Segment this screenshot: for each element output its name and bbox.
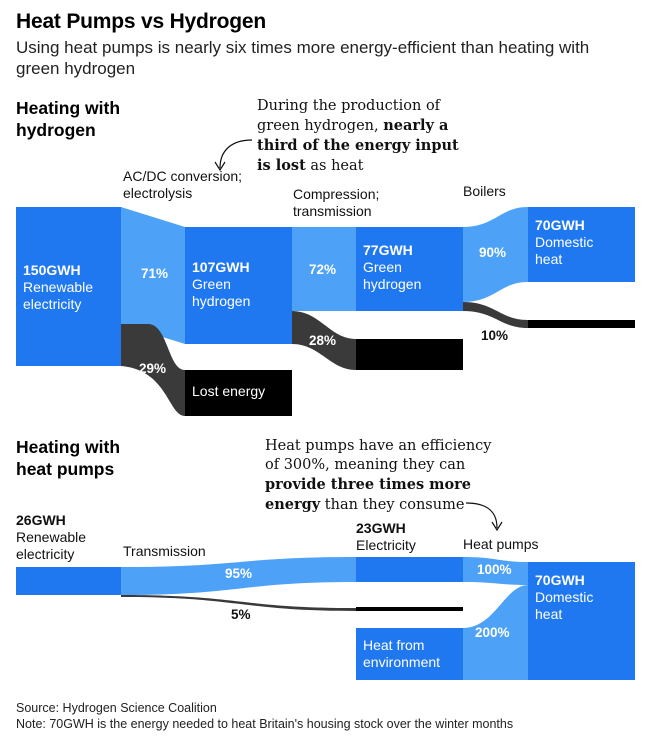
pct-loss-hp: 5%: [231, 607, 251, 622]
flow-heat-pumps: [463, 557, 528, 585]
pct-loss-1: 29%: [139, 361, 167, 376]
section-heading-heat-pumps: Heating with heat pumps: [16, 437, 121, 479]
stage-label-transmission: Transmission: [123, 543, 206, 559]
node-label-green-1: 107GWH Green hydrogen: [192, 259, 251, 309]
footer-note: Note: 70GWH is the energy needed to heat…: [16, 717, 514, 731]
flow-loss-3: [463, 302, 528, 328]
flow-loss-2: [292, 311, 356, 370]
node-label-renewable-hp: 26GWH Renewable electricity: [16, 512, 87, 562]
flow-electrolysis: [121, 207, 185, 344]
pct-electrolysis: 71%: [141, 266, 169, 281]
chart-title: Heat Pumps vs Hydrogen: [16, 10, 266, 33]
node-label-renewable-h: 150GWH Renewable electricity: [23, 262, 94, 312]
stage-label-heat-pumps: Heat pumps: [463, 536, 539, 552]
flow-boilers: [463, 207, 528, 302]
pct-loss-3: 10%: [481, 328, 509, 343]
pct-loss-2: 28%: [309, 333, 337, 348]
flow-compression: [292, 227, 356, 311]
node-label-domestic-hp: 70GWH Domestic heat: [535, 572, 594, 622]
loss-bar-hp: [356, 607, 463, 611]
loss-bar-3: [528, 320, 635, 328]
node-heat-from-environment: [356, 628, 463, 680]
pct-heat-pumps: 100%: [477, 562, 512, 577]
node-domestic-heat-h: [528, 207, 635, 282]
node-domestic-heat-hp: [528, 562, 635, 680]
node-label-environment: Heat from environment: [363, 637, 441, 670]
node-renewable-electricity-h: [16, 207, 121, 366]
node-lost-energy: [185, 370, 292, 416]
annotation-heat-pumps: Heat pumps have an efficiency of 300%, m…: [265, 438, 492, 513]
stage-label-compression: Compression; transmission: [293, 186, 380, 219]
footer-source: Source: Hydrogen Science Coalition: [16, 701, 217, 715]
stage-label-boilers: Boilers: [463, 183, 506, 199]
annotation-hydrogen: During the production of green hydrogen,…: [257, 98, 459, 174]
pct-environment: 200%: [475, 625, 510, 640]
node-label-domestic-h: 70GWH Domestic heat: [535, 217, 594, 267]
loss-bar-2: [356, 339, 463, 370]
pct-boilers: 90%: [479, 245, 507, 260]
node-electricity: [356, 557, 463, 582]
node-green-hydrogen-2: [356, 227, 463, 311]
chart-subtitle: Using heat pumps is nearly six times mor…: [16, 38, 590, 78]
node-label-green-2: 77GWH Green hydrogen: [363, 242, 422, 292]
lost-energy-label: Lost energy: [192, 383, 266, 399]
section-heading-hydrogen: Heating with hydrogen: [16, 98, 121, 140]
annotation-arrow-h: [219, 139, 253, 169]
node-renewable-electricity-hp: [16, 567, 121, 595]
flow-environment: [463, 585, 528, 680]
pct-transmission: 95%: [225, 566, 253, 581]
flow-transmission: [121, 557, 356, 595]
pct-compression: 72%: [309, 262, 337, 277]
stage-label-electrolysis: AC/DC conversion; electrolysis: [123, 168, 243, 201]
node-label-electricity: 23GWH Electricity: [356, 520, 416, 553]
flow-loss-hp: [121, 595, 356, 611]
flow-loss-1: [121, 324, 185, 416]
annotation-arrow-hp: [465, 502, 498, 529]
node-green-hydrogen-1: [185, 227, 292, 344]
